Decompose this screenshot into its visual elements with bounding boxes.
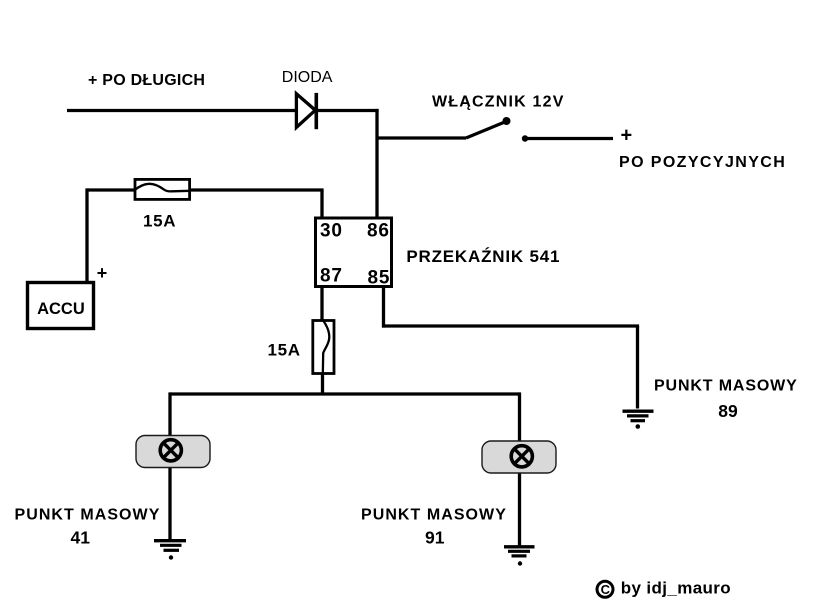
svg-text:ACCU: ACCU [37, 300, 85, 318]
svg-text:by idj_mauro: by idj_mauro [621, 579, 731, 598]
svg-text:91: 91 [425, 527, 445, 547]
svg-text:PRZEKAŹNIK 541: PRZEKAŹNIK 541 [406, 247, 560, 266]
svg-text:15A: 15A [268, 341, 301, 360]
svg-text:DIODA: DIODA [282, 69, 333, 86]
svg-text:41: 41 [71, 527, 91, 547]
svg-text:87: 87 [320, 266, 343, 287]
svg-text:+ PO DŁUGICH: + PO DŁUGICH [88, 72, 205, 89]
svg-text:89: 89 [718, 401, 738, 421]
svg-text:30: 30 [320, 221, 343, 242]
svg-text:15A: 15A [143, 212, 176, 231]
svg-text:WŁĄCZNIK 12V: WŁĄCZNIK 12V [432, 94, 565, 111]
svg-text:PUNKT MASOWY: PUNKT MASOWY [654, 378, 798, 395]
svg-text:PUNKT MASOWY: PUNKT MASOWY [15, 507, 161, 524]
svg-text:PUNKT MASOWY: PUNKT MASOWY [361, 507, 507, 524]
svg-text:85: 85 [368, 268, 391, 289]
svg-text:+: + [97, 263, 108, 283]
svg-text:C: C [601, 582, 611, 597]
svg-text:+: + [621, 125, 633, 147]
svg-text:86: 86 [367, 221, 390, 242]
svg-text:PO POZYCYJNYCH: PO POZYCYJNYCH [619, 154, 786, 171]
